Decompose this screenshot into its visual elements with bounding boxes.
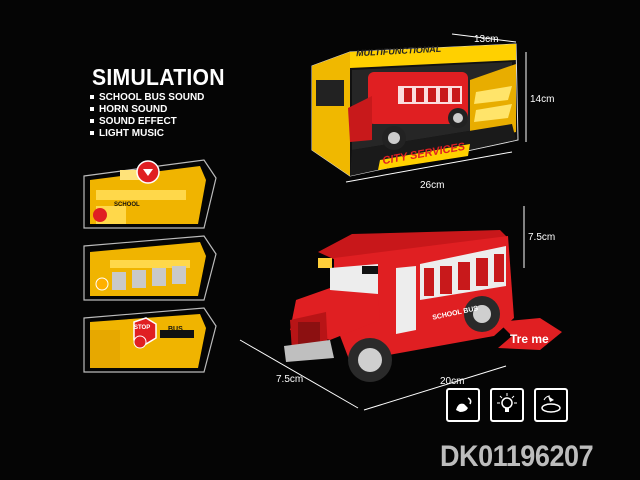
hand-sound-icon [446, 388, 480, 422]
stop-sign-text: STOP [134, 325, 151, 331]
bus-length-label: 20cm [440, 376, 465, 387]
panel-bus-text: BUS [168, 326, 183, 333]
music-spin-icon-glyph [541, 395, 561, 413]
sku-code: DK01196207 [440, 440, 594, 473]
box-width-label: 13cm [474, 34, 499, 45]
bus-width-label: 7.5cm [276, 374, 304, 385]
features-list: SCHOOL BUS SOUND HORN SOUND SOUND EFFECT… [90, 91, 204, 139]
list-item: SCHOOL BUS SOUND [90, 91, 204, 103]
box-height-label: 14cm [530, 94, 555, 105]
bullet-icon [90, 95, 94, 99]
light-bulb-icon [490, 388, 524, 422]
bullet-icon [90, 107, 94, 111]
packaging-box [311, 33, 527, 183]
try-me-label: Tre me [510, 332, 549, 346]
detail-panel-stop [83, 307, 217, 373]
box-length-label: 26cm [420, 180, 445, 191]
hand-sound-icon-glyph [456, 397, 472, 412]
features-title: SIMULATION [92, 64, 225, 90]
list-item: LIGHT MUSIC [90, 127, 204, 139]
list-item: HORN SOUND [90, 103, 204, 115]
school-bus-toy [239, 206, 562, 411]
bullet-icon [90, 131, 94, 135]
bullet-icon [90, 119, 94, 123]
list-item: SOUND EFFECT [90, 115, 204, 127]
detail-panel-sound [83, 159, 217, 229]
light-bulb-icon-glyph [497, 393, 517, 412]
bus-height-label: 7.5cm [528, 232, 556, 243]
panel-school-text: SCHOOL [114, 202, 140, 208]
music-spin-icon [534, 388, 568, 422]
detail-panel-light [83, 235, 217, 301]
